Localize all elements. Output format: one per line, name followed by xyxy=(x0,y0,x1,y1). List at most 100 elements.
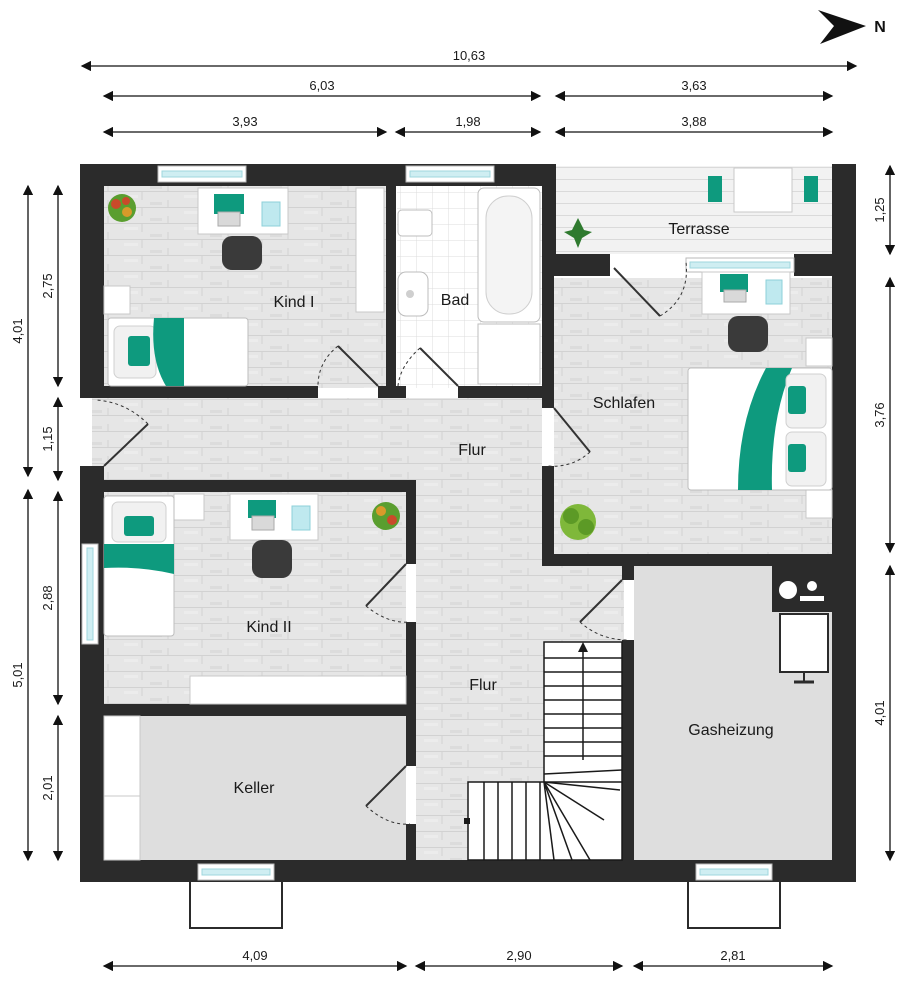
dim-top-row3-a: 3,93 xyxy=(232,114,257,129)
wall-bad-right xyxy=(542,164,554,408)
bed-kind1 xyxy=(107,317,249,387)
kind2-furniture xyxy=(103,493,407,705)
room-label-flur-lower: Flur xyxy=(469,677,497,694)
dim-right-b: 3,76 xyxy=(872,402,887,427)
wall-top-right xyxy=(832,164,856,882)
wall-kind2-right-a xyxy=(406,480,416,564)
desk-schlafen xyxy=(701,271,791,352)
floor-flur-upper-ext xyxy=(416,480,542,560)
dim-top-row3-b: 1,98 xyxy=(455,114,480,129)
windows xyxy=(81,165,795,929)
door-kind1 xyxy=(317,345,379,387)
bed-schlafen xyxy=(687,367,833,491)
wall-kind2-top xyxy=(92,480,416,492)
schlafen-plant-icon xyxy=(560,504,596,540)
boiler-icon xyxy=(779,613,829,684)
plant-icon xyxy=(108,194,136,222)
dim-bottom-b: 2,90 xyxy=(506,948,531,963)
dim-right-c: 4,01 xyxy=(872,700,887,725)
wall-kind2-bottom xyxy=(92,704,416,716)
room-label-kind1: Kind I xyxy=(274,294,315,311)
wall-left-upper xyxy=(80,164,104,398)
dim-left-inner-d: 2,01 xyxy=(40,775,55,800)
nightstand-schlafen-bottom xyxy=(805,489,833,519)
kind1-furniture xyxy=(103,187,385,387)
bad-furniture xyxy=(397,187,541,385)
wardrobe-kind2 xyxy=(189,675,407,705)
nightstand-kind1 xyxy=(103,285,131,315)
sink xyxy=(397,271,429,317)
floor-flur-upper xyxy=(92,398,542,480)
dimension-lines xyxy=(22,60,896,972)
wall-terrace-bottom-b xyxy=(794,254,834,276)
dim-bottom-c: 2,81 xyxy=(720,948,745,963)
dim-left-inner-c: 2,88 xyxy=(40,585,55,610)
schlafen-furniture xyxy=(560,271,833,540)
stair-tread xyxy=(543,769,623,775)
dim-right-a: 1,25 xyxy=(872,197,887,222)
compass: N xyxy=(818,10,886,44)
dim-left-outer-a: 4,01 xyxy=(10,318,25,343)
wall-kind1-right xyxy=(386,164,396,398)
wardrobe-kind1 xyxy=(355,187,385,313)
dim-top-total: 10,63 xyxy=(453,48,486,63)
room-label-schlafen: Schlafen xyxy=(593,395,655,412)
stair-tread xyxy=(543,781,573,861)
gasheizung-furniture xyxy=(779,581,829,684)
nightstand-schlafen-top xyxy=(805,337,833,367)
room-label-bad: Bad xyxy=(441,292,469,309)
shower-tray xyxy=(477,323,541,385)
wall-schlafen-left-b xyxy=(542,466,554,566)
shelf-keller xyxy=(103,715,141,861)
light-well-gas xyxy=(687,882,781,929)
bed-kind2 xyxy=(103,495,175,637)
door-gasheizung xyxy=(579,579,629,641)
wall-left-lower xyxy=(80,466,104,882)
dim-left-inner-b: 1,15 xyxy=(40,426,55,451)
nightstand-kind2 xyxy=(173,493,205,521)
terrace-table xyxy=(733,167,793,213)
dim-bottom-a: 4,09 xyxy=(242,948,267,963)
door-kind2 xyxy=(365,563,411,623)
wall-kind2-right-b xyxy=(406,622,416,716)
north-arrow-icon xyxy=(818,10,866,44)
terrace-plant-icon xyxy=(564,218,592,248)
wall-schlafen-bottom xyxy=(542,554,834,566)
wall-keller-right-a xyxy=(406,716,416,766)
door-terrasse xyxy=(613,261,687,317)
desk-kind1 xyxy=(197,187,289,270)
stair-tread xyxy=(543,781,605,821)
dim-top-row2-a: 6,03 xyxy=(309,78,334,93)
room-label-kind2: Kind II xyxy=(246,619,291,636)
dim-left-inner-a: 2,75 xyxy=(40,273,55,298)
toilet xyxy=(397,209,433,237)
wall-keller-right-b xyxy=(406,824,416,864)
dim-top-row2-b: 3,63 xyxy=(681,78,706,93)
door-schlafen xyxy=(547,407,591,467)
desk-kind2 xyxy=(229,493,319,578)
room-labels: Kind I Bad Terrasse Schlafen Flur Kind I… xyxy=(234,221,774,797)
kind2-plant-icon xyxy=(372,502,400,530)
wall-gas-left xyxy=(622,640,634,860)
room-label-terrasse: Terrasse xyxy=(668,221,729,238)
stair-tread xyxy=(543,781,555,861)
doors xyxy=(95,261,687,825)
room-label-keller: Keller xyxy=(234,780,276,797)
stair-tread xyxy=(543,781,621,791)
room-label-gasheizung: Gasheizung xyxy=(688,722,773,739)
wall-kind1-bottom-a xyxy=(92,386,318,398)
room-label-flur-upper: Flur xyxy=(458,442,486,459)
wall-bad-bottom xyxy=(458,386,542,398)
wall-terrace-bottom-a xyxy=(542,254,610,276)
wall-gas-top xyxy=(622,554,634,580)
door-entrance xyxy=(95,399,149,467)
floor-keller xyxy=(104,716,406,860)
door-bad xyxy=(397,347,459,387)
stair-tread xyxy=(543,781,591,861)
dim-left-outer-b: 5,01 xyxy=(10,662,25,687)
compass-label: N xyxy=(874,19,886,36)
keller-furniture xyxy=(103,715,141,861)
washer-icon xyxy=(779,581,824,601)
dim-top-row3-c: 3,88 xyxy=(681,114,706,129)
